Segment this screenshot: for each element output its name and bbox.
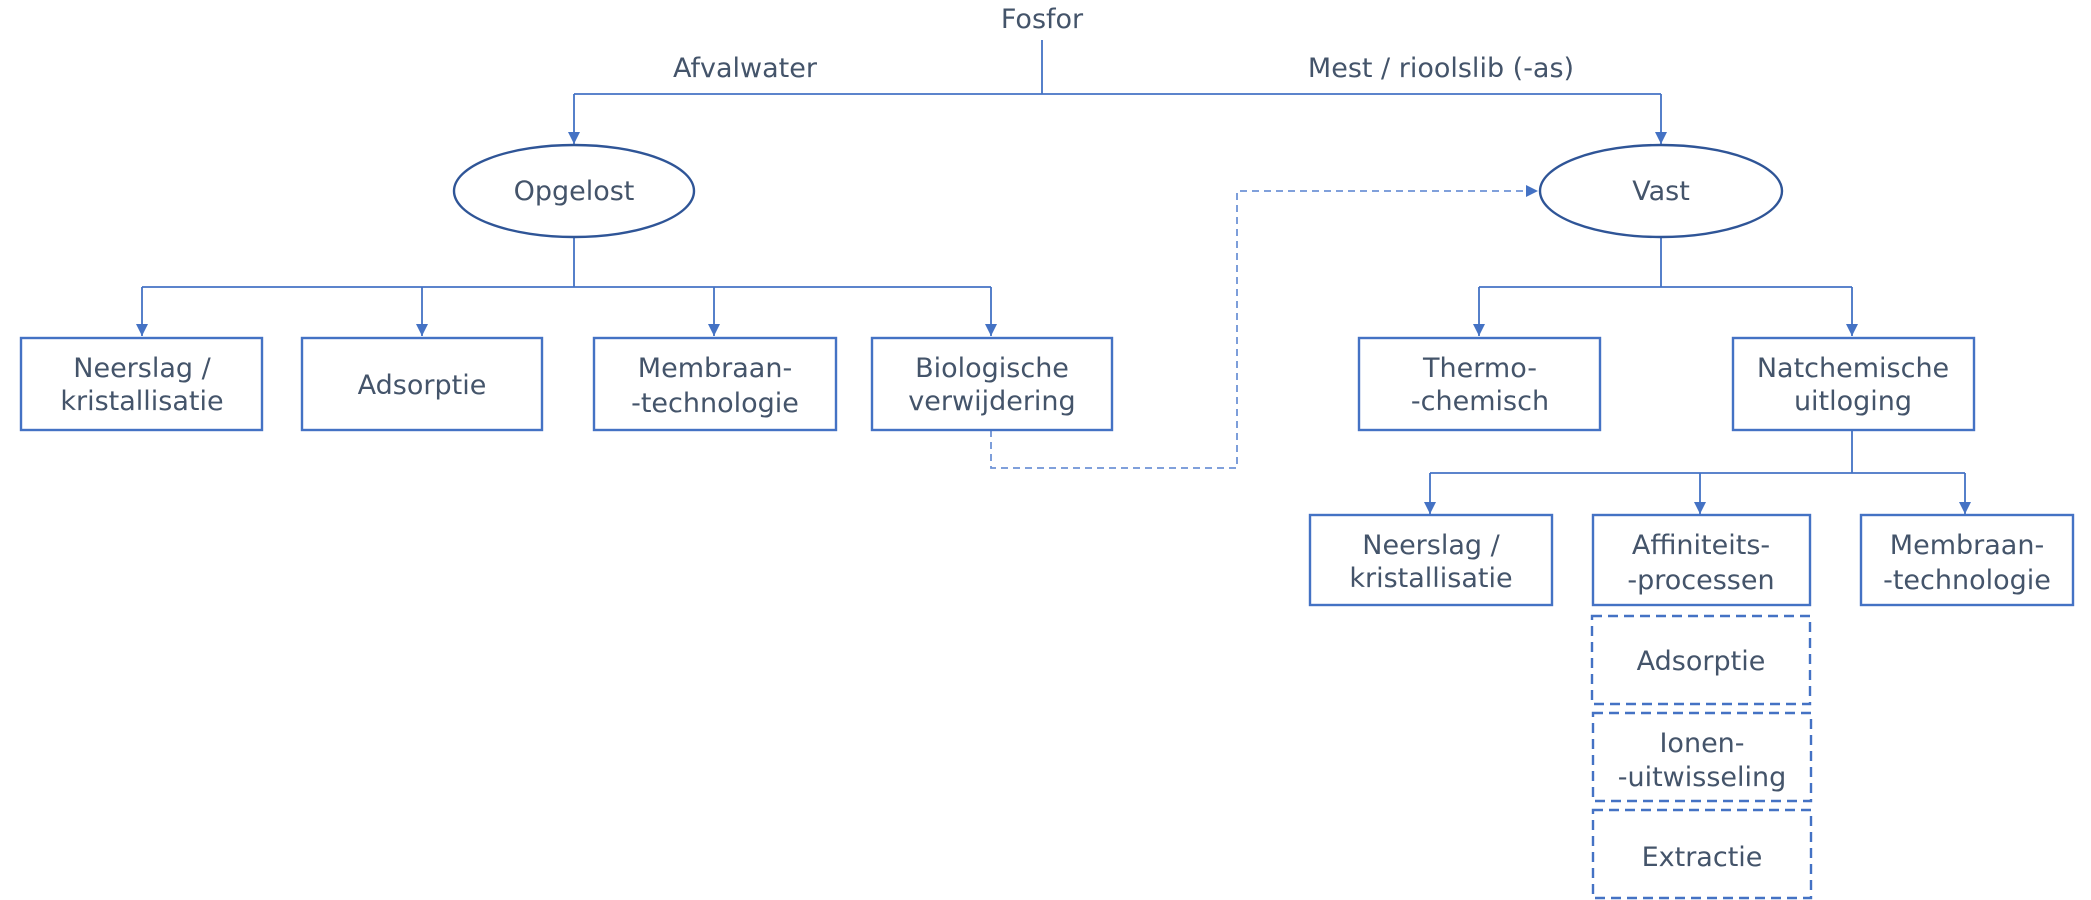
root-label: Fosfor	[1001, 4, 1084, 35]
extractie-label: Extractie	[1642, 842, 1763, 873]
root-connectors	[568, 40, 1667, 144]
adsorptie-right-label: Adsorptie	[1637, 646, 1766, 677]
natchemische-connectors	[1424, 430, 1971, 514]
vast-connectors	[1473, 237, 1858, 336]
node-vast: Vast	[1538, 143, 1784, 239]
node-natchemische-uitloging: Natchemische uitloging	[1731, 336, 1976, 432]
node-adsorptie-left: Adsorptie	[300, 336, 544, 432]
branch-afvalwater: Afvalwater	[673, 53, 818, 84]
thermo-line1: Thermo-	[1422, 353, 1537, 384]
node-extractie: Extractie	[1591, 808, 1813, 900]
ionen-line1: Ionen-	[1659, 728, 1744, 759]
neerslag-right-line2: kristallisatie	[1349, 563, 1512, 594]
membraan-left-line1: Membraan-	[638, 353, 792, 384]
node-vast-label: Vast	[1632, 176, 1690, 207]
node-biologische-verwijdering: Biologische verwijdering	[870, 336, 1114, 432]
ionen-line2: -uitwisseling	[1618, 762, 1787, 793]
node-neerslag-right: Neerslag / kristallisatie	[1308, 513, 1554, 607]
node-adsorptie-right: Adsorptie	[1590, 614, 1812, 706]
membraan-left-line2: -technologie	[631, 388, 799, 419]
thermo-line2: -chemisch	[1411, 386, 1549, 417]
node-opgelost-label: Opgelost	[514, 176, 635, 207]
neerslag-left-line2: kristallisatie	[60, 386, 223, 417]
node-membraan-right: Membraan- -technologie	[1859, 513, 2075, 607]
natchemische-line1: Natchemische	[1757, 353, 1949, 384]
affiniteits-line1: Affiniteits-	[1632, 530, 1770, 561]
node-affiniteits-processen: Affiniteits- -processen	[1591, 513, 1812, 607]
opgelost-connectors	[136, 237, 997, 336]
neerslag-left-line1: Neerslag /	[73, 353, 211, 384]
node-membraan-left: Membraan- -technologie	[592, 336, 838, 432]
neerslag-right-line1: Neerslag /	[1362, 530, 1500, 561]
natchemische-line2: uitloging	[1794, 386, 1912, 417]
biologische-line2: verwijdering	[908, 386, 1075, 417]
membraan-right-line1: Membraan-	[1890, 530, 2044, 561]
node-opgelost: Opgelost	[452, 143, 696, 239]
node-ionen-uitwisseling: Ionen- -uitwisseling	[1591, 711, 1813, 803]
membraan-right-line2: -technologie	[1883, 565, 2051, 596]
biological-to-vast-dashed-arrow	[990, 185, 1538, 469]
node-neerslag-left: Neerslag / kristallisatie	[19, 336, 264, 432]
affiniteits-line2: -processen	[1627, 565, 1774, 596]
adsorptie-left-label: Adsorptie	[358, 370, 487, 401]
branch-mest-rioolslib: Mest / rioolslib (-as)	[1308, 53, 1574, 84]
biologische-line1: Biologische	[915, 353, 1069, 384]
node-thermo-chemisch: Thermo- -chemisch	[1357, 336, 1602, 432]
